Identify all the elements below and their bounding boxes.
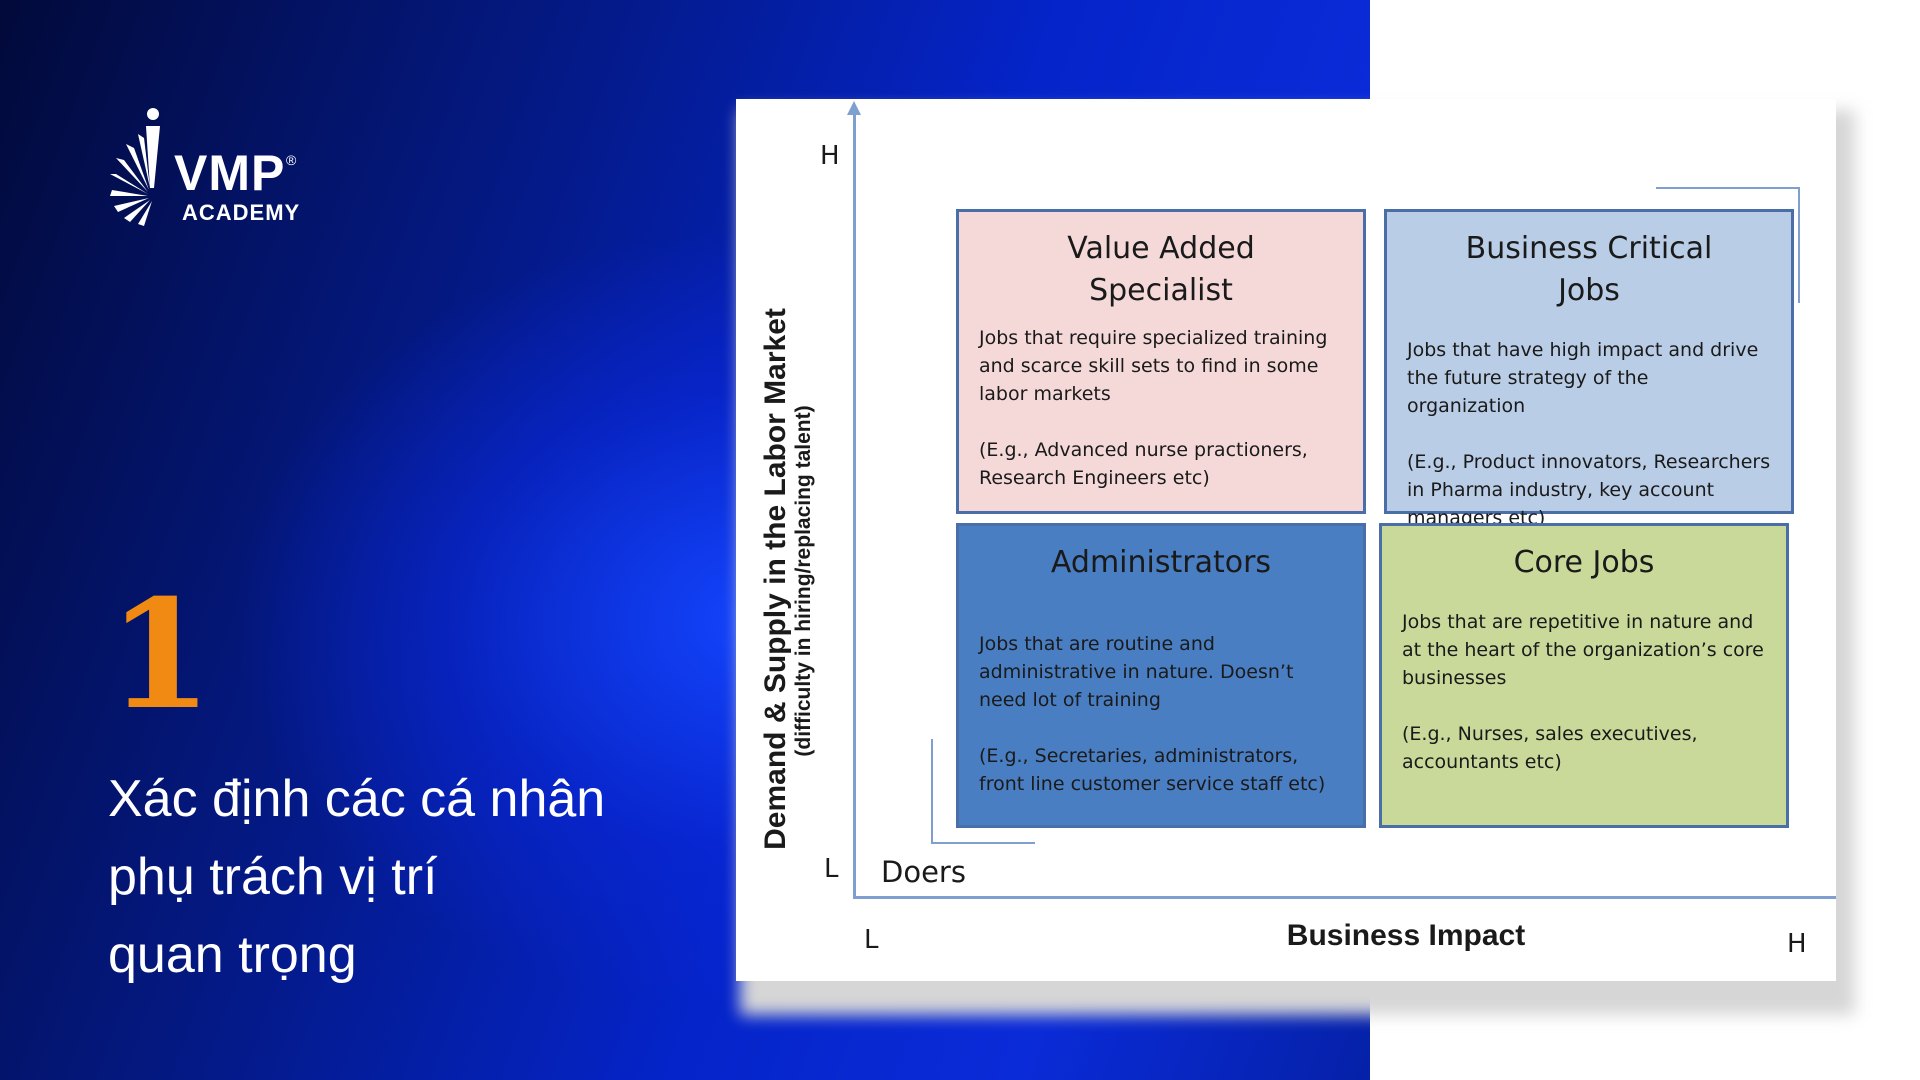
quadrant-title: Business Critical Jobs xyxy=(1407,228,1771,312)
decorative-line xyxy=(931,842,1035,844)
quadrant-description: Jobs that are routine and administrative… xyxy=(979,633,1294,711)
step-number: 1 xyxy=(108,567,213,743)
y-axis-high-label: H xyxy=(820,141,840,171)
quadrant-example: (E.g., Product innovators, Researchers i… xyxy=(1407,451,1771,529)
logo-subtitle: ACADEMY xyxy=(182,200,301,225)
logo-wordmark: VMP xyxy=(174,145,286,201)
x-axis-high-label: H xyxy=(1787,929,1807,959)
quadrant-title-line-2: Jobs xyxy=(1558,273,1620,308)
logo-fan-icon xyxy=(110,108,160,226)
quadrant-example: (E.g., Secretaries, administrators, fron… xyxy=(979,745,1326,795)
quadrant-title-line-2: Specialist xyxy=(1089,273,1233,308)
quadrant-description: Jobs that require specialized training a… xyxy=(979,327,1328,405)
x-axis-title: Business Impact xyxy=(1286,919,1526,952)
y-axis-low-label: L xyxy=(824,854,839,884)
x-axis-low-label: L xyxy=(864,925,879,955)
quadrant-title: Core Jobs xyxy=(1513,545,1655,580)
y-axis-arrow-icon xyxy=(847,101,861,115)
step-title-line-3: quan trọng xyxy=(108,926,357,984)
quadrant-description: Jobs that are repetitive in nature and a… xyxy=(1402,611,1764,689)
step-title-line-1: Xác định các cá nhân xyxy=(108,770,606,828)
decorative-line xyxy=(931,739,933,843)
quadrant-title-line-1: Business Critical xyxy=(1465,231,1713,266)
step-title-line-2: phụ trách vị trí xyxy=(108,848,438,906)
logo-registered-mark: ® xyxy=(286,152,297,168)
x-axis-line xyxy=(853,896,1836,899)
decorative-line xyxy=(1798,187,1800,303)
y-axis-line xyxy=(853,113,856,898)
quadrant-description: Jobs that have high impact and drive the… xyxy=(1407,339,1759,417)
quadrant-title: Value Added Specialist xyxy=(979,228,1343,312)
decorative-line xyxy=(1656,187,1800,189)
step-title: Xác định các cá nhân phụ trách vị trí qu… xyxy=(108,760,668,994)
diagram-card: H L L H Doers Business Impact Demand & S… xyxy=(736,99,1836,981)
y-axis-title: Demand & Supply in the Labor Market xyxy=(759,308,792,850)
quadrant-title-line-1: Value Added xyxy=(1067,231,1255,266)
quadrant-example: (E.g., Advanced nurse practioners, Resea… xyxy=(979,439,1308,489)
y-axis-subtitle: (difficulty in hiring/replacing talent) xyxy=(792,405,815,757)
brand-logo: VMP ® ACADEMY xyxy=(108,108,308,228)
quadrant-example: (E.g., Nurses, sales executives, account… xyxy=(1402,723,1698,773)
quadrant-value-added-specialist: Value Added Specialist Jobs that require… xyxy=(956,209,1366,514)
quadrant-title: Administrators xyxy=(1050,545,1272,580)
quadrant-core-jobs: Core Jobs Jobs that are repetitive in na… xyxy=(1379,523,1789,828)
corner-label: Doers xyxy=(881,855,966,889)
quadrant-administrators: Administrators Jobs that are routine and… xyxy=(956,523,1366,828)
quadrant-business-critical-jobs: Business Critical Jobs Jobs that have hi… xyxy=(1384,209,1794,529)
